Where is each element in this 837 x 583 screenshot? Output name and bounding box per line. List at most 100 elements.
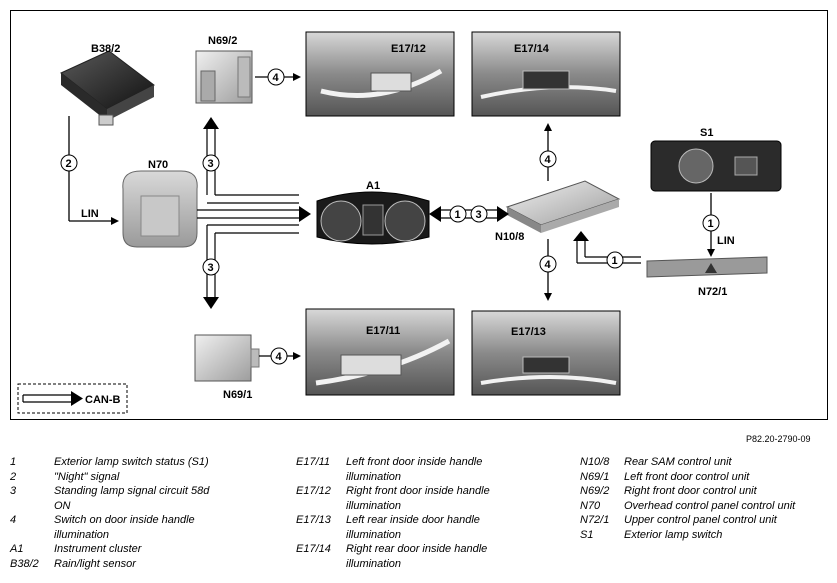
svg-text:1: 1 [612,255,618,267]
legend-text: Rear SAM control unit [624,456,732,468]
legend-text: Right front door inside handle illuminat… [346,485,490,512]
legend-text: Instrument cluster [54,543,142,555]
legend-key: N10/8 [580,456,610,468]
legend-item: B38/2 Rain/light sensor [10,557,280,572]
badge-3-a1: 3 [470,205,488,223]
legend-key: 3 [10,485,17,497]
legend-key: 4 [10,514,17,526]
legend-item: E17/14 Right rear door inside handle illu… [296,542,566,571]
legend-item: 4 Switch on door inside handle illuminati… [10,513,280,542]
schematic: B38/2 N69/2 N70 A1 N10/8 S1 N72/1 [17,31,782,414]
overhead-panel-n70 [122,170,198,248]
svg-text:3: 3 [476,209,482,221]
photo-e17-14 [471,31,621,117]
legend-item: N69/2 Right front door control unit [580,484,830,499]
label-can-b: CAN-B [85,394,120,406]
legend-text: Upper control panel control unit [624,514,777,526]
instrument-cluster-a1 [316,191,430,245]
can-b-bus-lines [197,129,641,297]
legend-item: 1 Exterior lamp switch status (S1) [10,455,280,470]
legend-key: E17/14 [296,543,331,555]
legend-text: "Night" signal [54,470,120,483]
svg-text:3: 3 [208,262,214,274]
upper-control-panel-n72-1 [646,256,768,278]
label-e17-14: E17/14 [514,43,550,55]
photo-e17-12 [305,31,455,117]
badge-3-up: 3 [202,154,220,172]
label-b38-2: B38/2 [91,43,120,55]
legend-key: N70 [580,499,601,512]
legend-item: E17/11 Left front door inside handle illu… [296,455,566,484]
legend-item: N70 Overhead control panel control unit [580,499,830,514]
arrowheads [203,117,589,309]
svg-text:4: 4 [545,259,552,271]
svg-text:4: 4 [273,72,280,84]
legend-column-2: E17/11 Left front door inside handle illu… [296,455,566,571]
rear-sam-n10-8 [505,180,621,233]
legend-key: S1 [580,528,594,541]
badge-4-n69-2: 4 [267,68,285,86]
legend-text: Left front door control unit [624,470,750,483]
label-n69-1: N69/1 [223,389,252,401]
legend-item: N72/1 Upper control panel control unit [580,513,830,528]
badge-3-down: 3 [202,258,220,276]
legend-text: Exterior lamp switch status (S1) [54,456,209,468]
label-e17-11: E17/11 [366,325,400,337]
label-s1: S1 [700,127,713,139]
svg-text:4: 4 [545,154,552,166]
svg-text:1: 1 [455,209,461,221]
label-lin-right: LIN [717,235,735,247]
label-e17-12: E17/12 [391,43,426,55]
legend-item: N10/8 Rear SAM control unit [580,455,830,470]
legend-text: Left rear inside door handle illuminatio… [346,514,480,541]
label-lin-left: LIN [81,208,99,220]
legend-text: Right front door control unit [624,485,757,497]
legend-text: Switch on door inside handle illuminatio… [54,514,195,541]
svg-text:3: 3 [208,158,214,170]
photo-e17-13 [471,310,621,396]
svg-text:4: 4 [276,351,283,363]
label-n10-8: N10/8 [495,231,524,243]
svg-text:1: 1 [708,218,714,230]
label-n70: N70 [148,159,168,171]
badge-1-n10: 1 [606,251,624,269]
rain-light-sensor-b38-2 [60,50,155,126]
legend-text: Rain/light sensor [54,557,136,570]
figure-reference: P82.20-2790-09 [746,434,811,444]
badge-4-n69-1: 4 [270,347,288,365]
badge-4-down: 4 [539,255,557,273]
legend-item: E17/12 Right front door inside handle ill… [296,484,566,513]
legend-key: 1 [10,456,17,468]
badge-1-s1: 1 [702,214,720,232]
label-n72-1: N72/1 [698,286,727,298]
legend-column-1: 1 Exterior lamp switch status (S1) 2 "Night… [10,455,280,571]
badge-1-a1: 1 [449,205,467,223]
label-a1: A1 [366,180,380,192]
badge-2: 2 [60,154,78,172]
legend-key: A1 [10,543,24,555]
badge-4-up: 4 [539,150,557,168]
signal-arrowheads [111,73,715,360]
legend-key: N69/2 [580,485,610,497]
label-e17-13: E17/13 [511,326,546,338]
legend-key: N72/1 [580,514,610,526]
legend-item: A1 Instrument cluster [10,542,280,557]
legend-text: Overhead control panel control unit [624,499,796,512]
legend-key: 2 [10,470,17,483]
svg-text:2: 2 [66,158,72,170]
diagram-frame: B38/2 N69/2 N70 A1 N10/8 S1 N72/1 [10,10,828,420]
exterior-lamp-switch-s1 [650,140,782,192]
label-n69-2: N69/2 [208,35,237,47]
legend-key: B38/2 [10,557,39,570]
legend-item: 2 "Night" signal [10,470,280,485]
legend-text: Left front door inside handle illuminati… [346,456,483,483]
photo-e17-11 [305,308,455,396]
legend-key: E17/11 [296,456,331,468]
legend-key: E17/12 [296,485,331,497]
legend-text: Right rear door inside handle illuminati… [346,543,488,570]
door-control-unit-n69-2 [195,50,253,104]
